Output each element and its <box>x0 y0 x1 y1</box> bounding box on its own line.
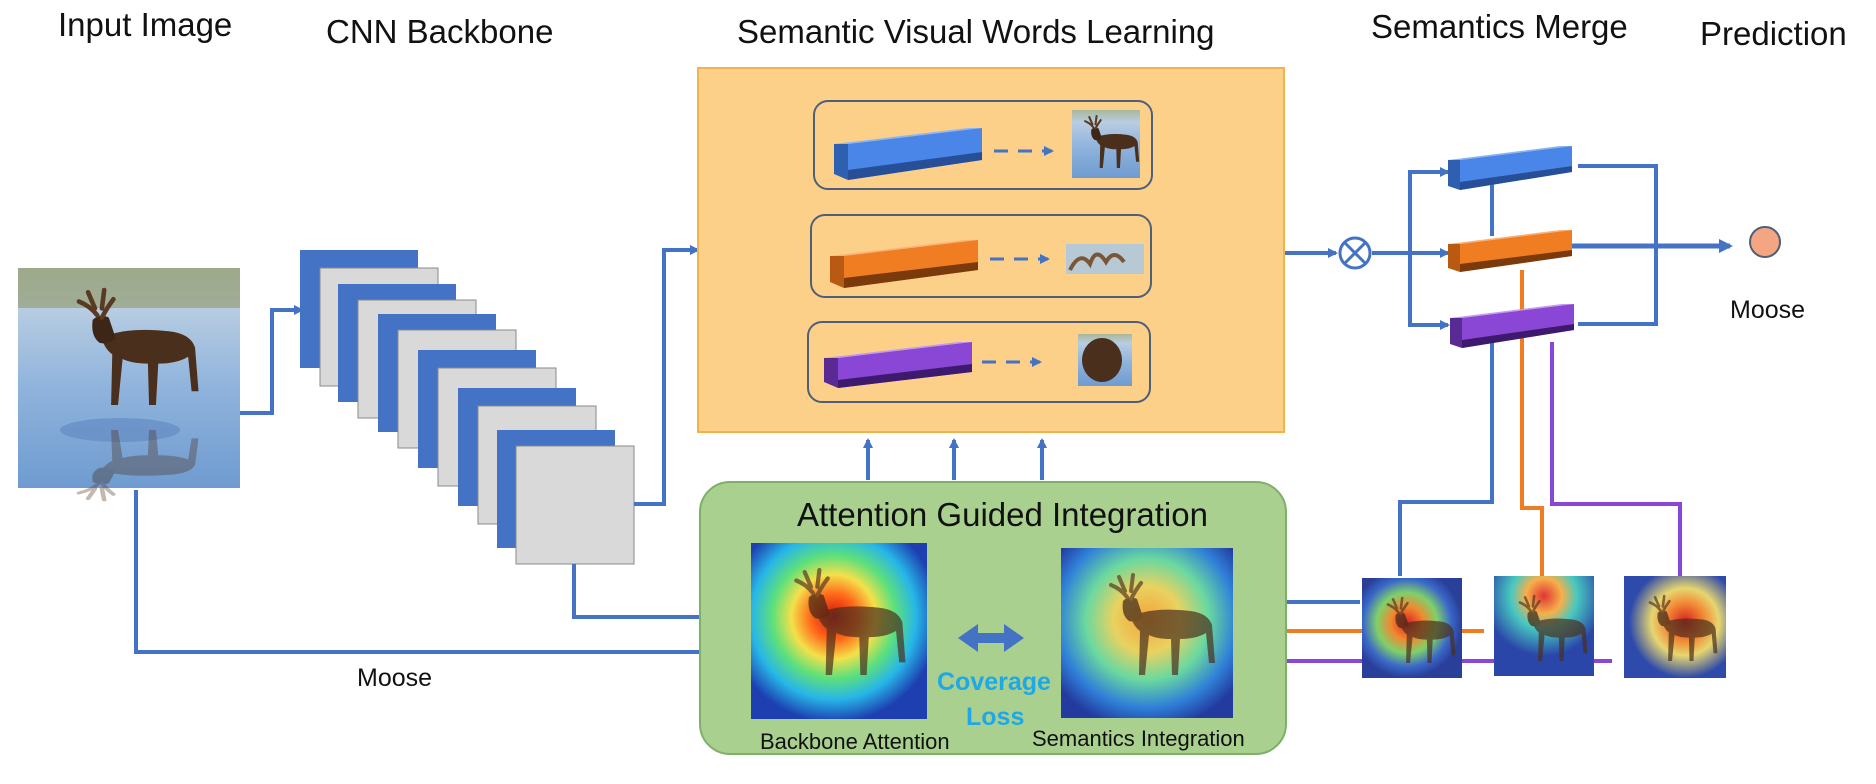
header-semantic-visual-words: Semantic Visual Words Learning <box>737 13 1215 50</box>
flow-lines <box>134 164 1733 657</box>
semantic-words-panel <box>697 67 1285 433</box>
semantic-heatmap-orange <box>1494 576 1594 676</box>
backbone-attention-heatmap <box>751 543 927 719</box>
prediction-node <box>1749 226 1781 258</box>
attention-panel-title: Attention Guided Integration <box>797 496 1208 533</box>
merge-word-orange <box>1448 230 1572 272</box>
word-thumbnail-purple <box>1078 334 1132 386</box>
circled-times-icon <box>1338 236 1372 270</box>
visual-word-purple <box>807 321 1151 403</box>
input-image <box>18 268 240 500</box>
prediction-label: Moose <box>1730 296 1805 324</box>
merge-word-purple <box>1450 304 1574 348</box>
word-thumbnail-orange <box>1066 244 1144 274</box>
visual-word-blue <box>813 100 1153 190</box>
header-input-image: Input Image <box>58 6 232 43</box>
semantics-integration-caption: Semantics Integration <box>1032 726 1245 751</box>
word-thumbnail-blue <box>1072 110 1141 178</box>
semantic-heatmap-purple <box>1624 576 1726 678</box>
header-cnn-backbone: CNN Backbone <box>326 13 553 50</box>
coverage-loss-line2: Loss <box>966 703 1024 731</box>
visual-word-orange <box>810 214 1152 298</box>
backbone-attention-caption: Backbone Attention <box>760 729 950 754</box>
semantics-integration-heatmap <box>1061 548 1233 718</box>
header-prediction: Prediction <box>1700 15 1847 52</box>
attention-guided-panel: Attention Guided Integration Backbone At… <box>699 481 1287 755</box>
coverage-loss-line1: Coverage <box>937 668 1051 696</box>
semantic-heatmap-blue <box>1362 578 1462 678</box>
input-flow-label: Moose <box>357 664 432 692</box>
header-semantics-merge: Semantics Merge <box>1371 8 1628 45</box>
cnn-backbone-stack <box>300 250 635 565</box>
merge-word-blue <box>1448 146 1572 190</box>
double-arrow-icon <box>958 624 1024 652</box>
